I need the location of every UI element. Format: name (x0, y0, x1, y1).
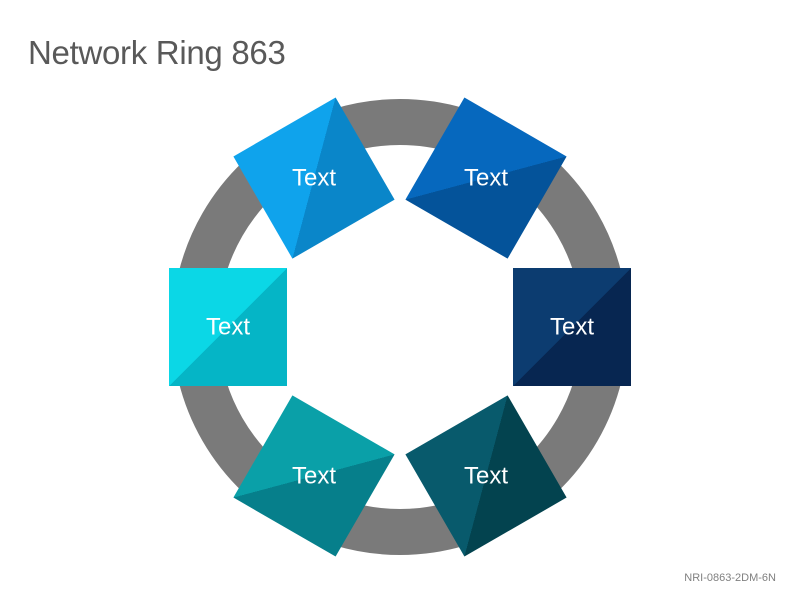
ring-node-box (233, 395, 395, 557)
footer-code: NRI-0863-2DM-6N (684, 572, 776, 584)
ring-connectors (178, 99, 622, 555)
ring-node-2: Text (405, 97, 567, 259)
ring-node-label: Text (292, 165, 336, 192)
ring-connector-6 (178, 161, 275, 285)
page-title: Network Ring 863 (28, 34, 286, 71)
ring-connector-5 (178, 369, 275, 493)
ring-node-box (405, 395, 567, 557)
ring-connector-2 (525, 161, 622, 285)
ring-node-6: Text (169, 268, 287, 386)
ring-node-label: Text (550, 314, 594, 341)
ring-node-label: Text (206, 314, 250, 341)
ring-node-box (405, 97, 567, 259)
ring-node-4: Text (405, 395, 567, 557)
ring-connector-3 (525, 369, 622, 493)
ring-node-box (513, 268, 631, 386)
ring-connector-4 (335, 501, 465, 555)
ring-node-label: Text (292, 462, 336, 489)
ring-node-3: Text (513, 268, 631, 386)
ring-node-1: Text (233, 97, 395, 259)
ring-connector-1 (335, 99, 465, 153)
ring-node-label: Text (464, 165, 508, 192)
ring-node-box (233, 97, 395, 259)
ring-node-box (169, 268, 287, 386)
ring-node-label: Text (464, 462, 508, 489)
ring-node-5: Text (233, 395, 395, 557)
